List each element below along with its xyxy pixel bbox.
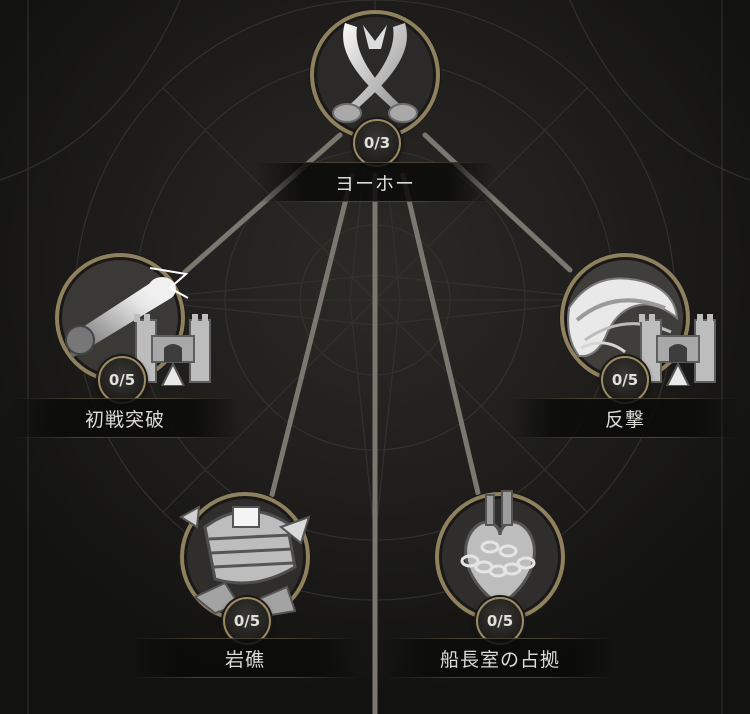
skill-name-captain-cabin: 船長室の占拠 bbox=[439, 648, 560, 671]
skill-node-counter[interactable]: 0/5 bbox=[555, 248, 716, 404]
node-label-band: 岩礁 bbox=[130, 638, 360, 678]
progress-text: 0/5 bbox=[233, 612, 261, 630]
fortress-upgrade-icon bbox=[639, 314, 716, 386]
connector-lines bbox=[182, 132, 573, 714]
progress-text: 0/5 bbox=[486, 612, 514, 630]
node-label-band: 初戦突破 bbox=[10, 398, 240, 438]
progress-text: 0/5 bbox=[108, 371, 136, 389]
progress-text: 0/5 bbox=[611, 371, 639, 389]
progress-badge: 0/3 bbox=[353, 119, 401, 167]
skill-node-first-break[interactable]: 0/5 bbox=[50, 248, 211, 404]
node-label-band: 船長室の占拠 bbox=[385, 638, 615, 678]
shipwreck-icon bbox=[179, 505, 311, 617]
progress-text: 0/3 bbox=[363, 134, 391, 152]
skill-node-reef[interactable]: 0/5 bbox=[175, 487, 315, 645]
skill-name-first-break: 初戦突破 bbox=[84, 408, 165, 431]
node-label-band: ヨーホー bbox=[255, 162, 495, 202]
connector-yoho-reef bbox=[269, 172, 355, 498]
cannon-icon bbox=[65, 267, 189, 358]
chained-heart-icon bbox=[460, 490, 536, 607]
connector-yoho-counter bbox=[422, 132, 573, 273]
connector-yoho-captain-cabin bbox=[400, 172, 481, 496]
progress-badge: 0/5 bbox=[601, 356, 649, 404]
skill-name-counter: 反撃 bbox=[604, 408, 645, 431]
skill-name-reef: 岩礁 bbox=[224, 648, 265, 671]
connector-yoho-first-break bbox=[182, 132, 343, 275]
skill-node-yoho[interactable]: 0/3 bbox=[305, 5, 445, 167]
skill-node-captain-cabin[interactable]: 0/5 bbox=[430, 487, 570, 645]
progress-badge: 0/5 bbox=[98, 356, 146, 404]
crossed-sabers-icon bbox=[332, 23, 418, 123]
skill-name-yoho: ヨーホー bbox=[334, 172, 415, 195]
fortress-upgrade-icon bbox=[134, 314, 211, 386]
node-label-band: 反撃 bbox=[510, 398, 740, 438]
